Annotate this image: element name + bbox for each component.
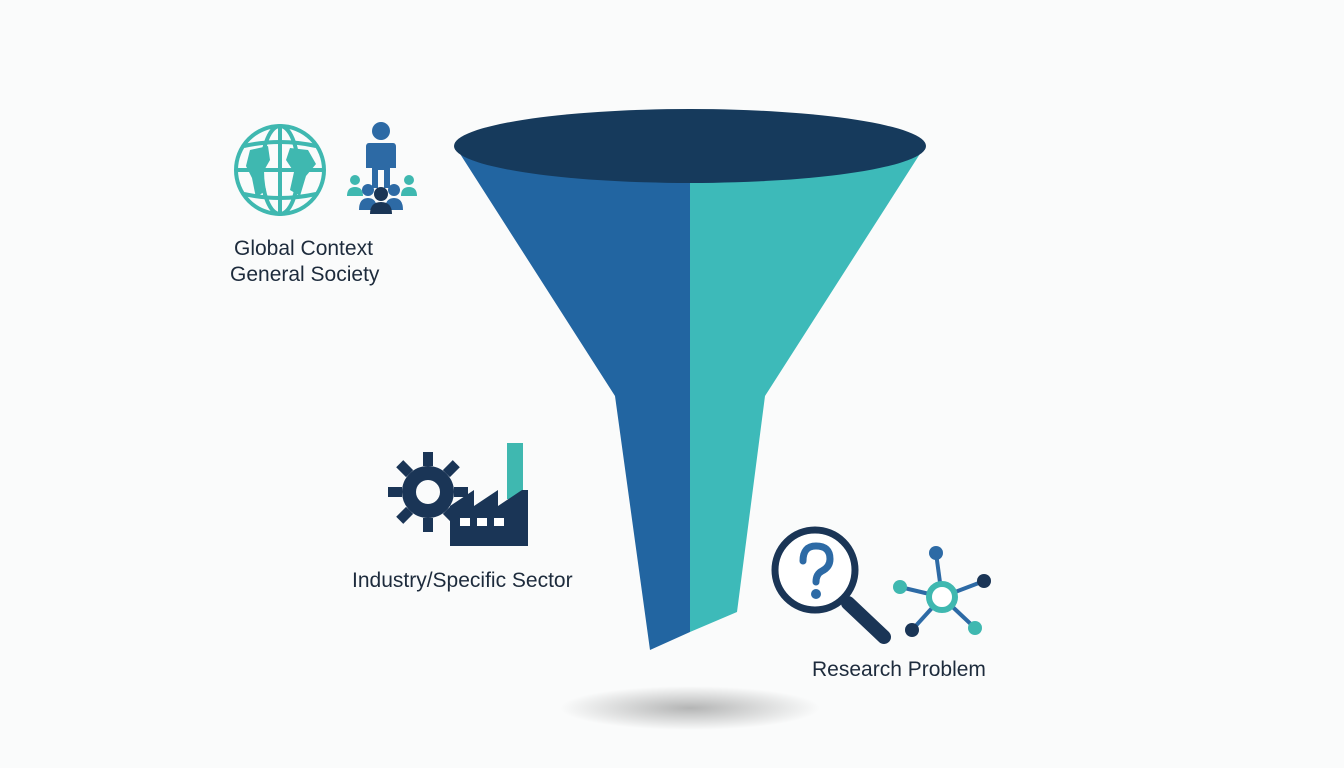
stage-label-global-context: Global Context [234,237,373,260]
stage-label-industry-sector: Industry/Specific Sector [352,569,573,592]
funnel-right-half [690,146,925,632]
magnifier-question-icon [771,526,891,644]
funnel-left-half [455,146,690,650]
funnel-shadow [560,686,820,730]
stage-label-research-problem: Research Problem [812,658,986,681]
factory-icon [450,443,528,546]
network-node-icon [893,546,991,637]
funnel-rim [454,109,926,183]
stage-label-general-society: General Society [230,263,380,286]
gear-factory-icon [388,443,528,546]
globe-icon [234,124,326,216]
funnel [454,109,926,650]
people-group-icon [347,122,417,214]
